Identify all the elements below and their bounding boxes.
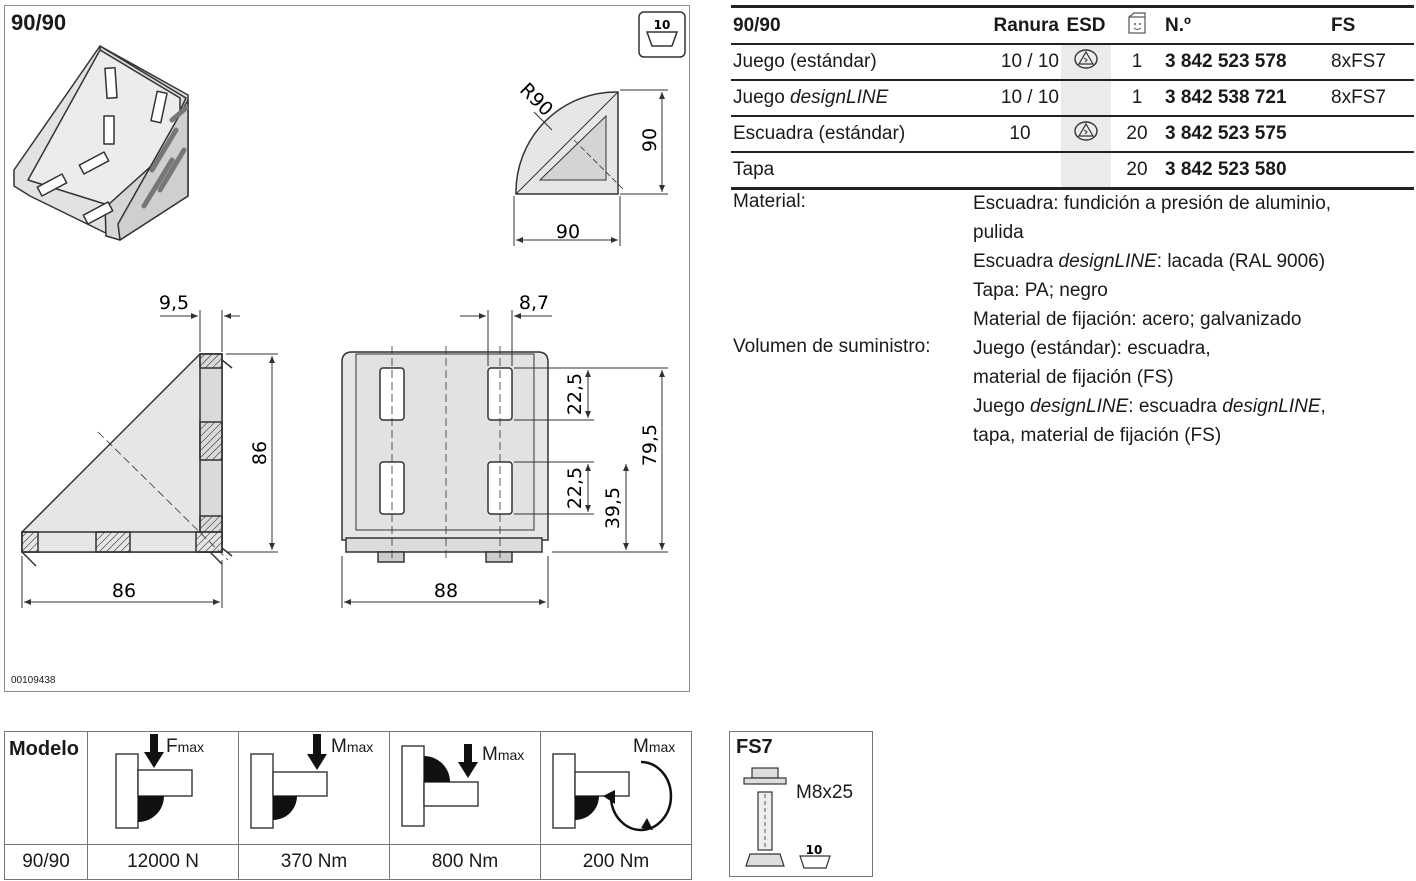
table-row: Escuadra (estándar) 10 20 3 842 523 575 <box>731 116 1414 153</box>
panel-title: 90/90 <box>11 10 67 35</box>
bracket-front-view <box>341 346 549 563</box>
dim-top-height: 90 <box>639 128 661 152</box>
spec-header-row: 90/90 Ranura ESD N.º FS <box>731 5 1414 45</box>
dim-front-height: 79,5 <box>639 424 661 466</box>
dim-front-width: 88 <box>434 580 458 602</box>
spec-header-ranura: Ranura <box>979 5 1061 45</box>
dim-front-hole-a: 22,5 <box>564 373 586 415</box>
dim-r90: R90 <box>515 79 557 121</box>
load-table: Modelo Fmax Mmax <box>4 731 692 880</box>
esd-icon <box>1073 49 1099 75</box>
spec-header-esd: ESD <box>1061 5 1111 45</box>
table-row: Juego designLINE 10 / 10 1 3 842 538 721… <box>731 80 1414 117</box>
dim-side-slot: 9,5 <box>159 292 189 314</box>
table-row: Tapa 20 3 842 523 580 <box>731 152 1414 190</box>
iso-bracket-drawing <box>13 45 189 241</box>
material-label: Material: <box>733 191 806 212</box>
dim-front-slot: 8,7 <box>519 292 549 314</box>
bracket-side-view <box>21 353 233 567</box>
cap-top-view <box>515 91 625 195</box>
rotation-moment-icon: Mmax <box>540 731 692 845</box>
slot-badge-icon: 10 <box>638 11 686 58</box>
spec-header-fs: FS <box>1329 5 1414 45</box>
load-value-m1: 370 Nm <box>238 844 390 880</box>
table-row: Juego (estándar) 10 / 10 1 3 842 523 578… <box>731 44 1414 81</box>
spec-header-number: N.º <box>1163 5 1329 45</box>
slot-badge-label: 10 <box>654 18 671 32</box>
load-header-model: Modelo <box>9 738 79 760</box>
moment-icon: Mmax <box>238 731 390 845</box>
drawing-id: 00109438 <box>11 675 56 686</box>
svg-text:10: 10 <box>806 843 823 857</box>
drawing-panel <box>4 5 690 692</box>
load-value-m3: 200 Nm <box>540 844 692 880</box>
bolt-icon: 10 <box>743 767 831 869</box>
dim-top-width: 90 <box>556 221 580 243</box>
dim-front-lower: 39,5 <box>602 487 624 529</box>
load-value-force: 12000 N <box>87 844 239 880</box>
fastener-title: FS7 <box>736 736 773 758</box>
supply-label: Volumen de suministro: <box>733 336 931 357</box>
spec-table: 90/90 Ranura ESD N.º FS Juego (estándar)… <box>731 5 1414 190</box>
force-icon: Fmax <box>87 731 239 845</box>
load-row-model: 90/90 <box>4 844 88 880</box>
fastener-box: FS7 M8x25 10 <box>729 731 873 877</box>
material-description: Escuadra: fundición a presión de alumini… <box>973 193 1332 446</box>
dim-front-hole-b: 22,5 <box>564 467 586 509</box>
esd-icon <box>1073 121 1099 147</box>
fastener-bolt: M8x25 <box>796 782 854 803</box>
packaging-icon <box>1111 5 1163 45</box>
spec-header-model: 90/90 <box>731 5 979 45</box>
moment-torque-icon: Mmax <box>389 731 541 845</box>
technical-drawing: 10 R90 90 90 <box>13 11 686 608</box>
load-value-m2: 800 Nm <box>389 844 541 880</box>
dim-side-height: 86 <box>249 441 271 465</box>
dim-side-width: 86 <box>112 580 136 602</box>
